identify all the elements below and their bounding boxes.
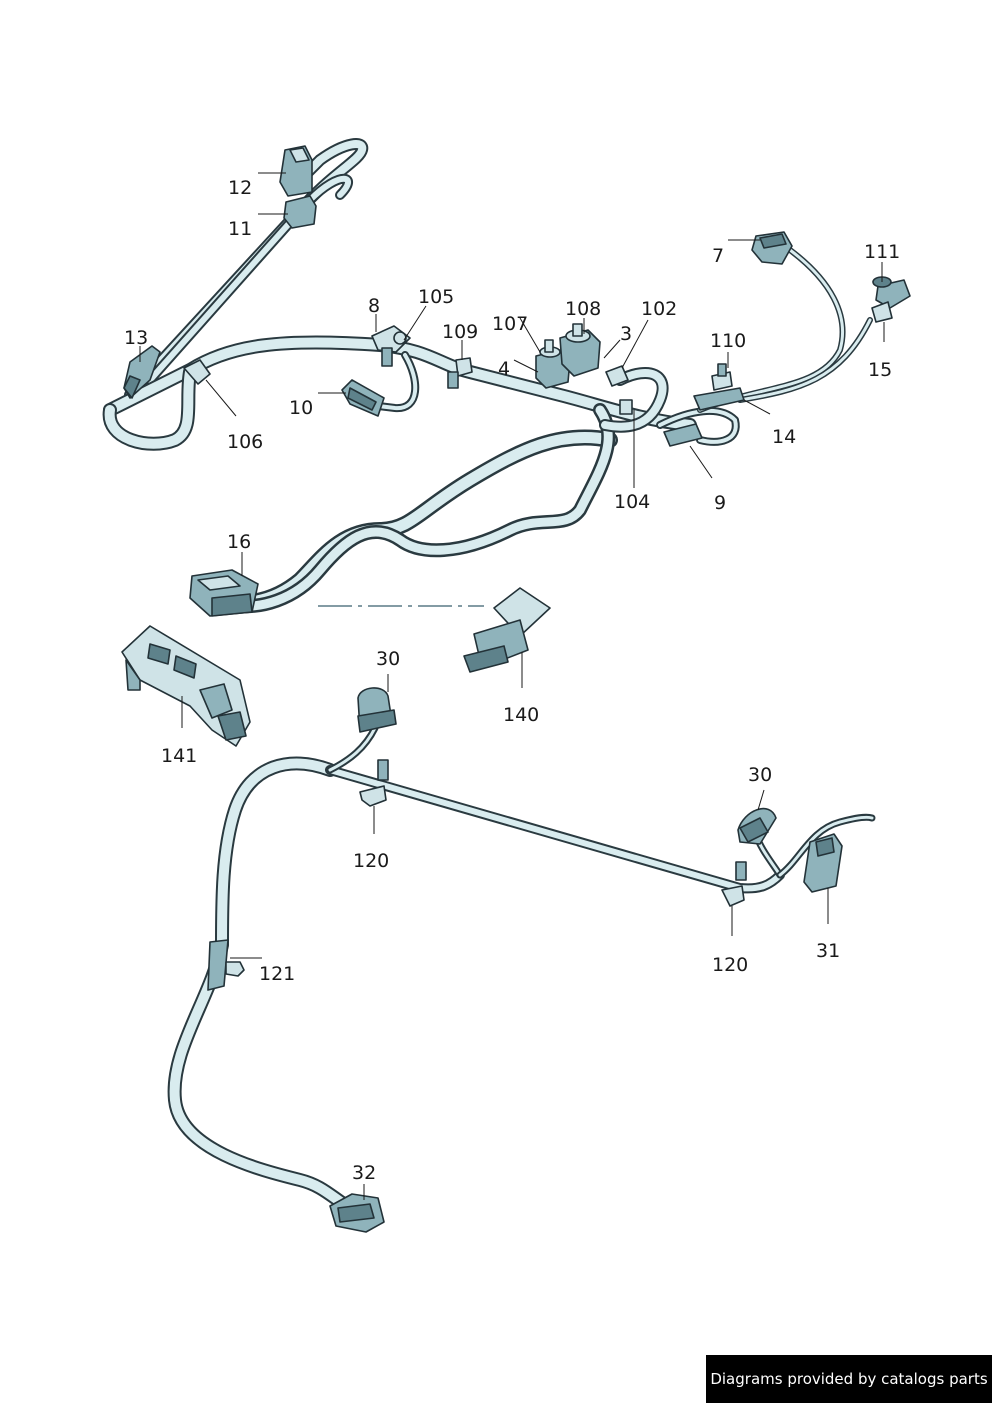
callout-13: 13	[124, 327, 148, 349]
callout-12: 12	[228, 177, 252, 199]
connector-14	[693, 387, 745, 411]
footer-credit-text: Diagrams provided by catalogs parts	[710, 1370, 988, 1388]
callout-120-right: 120	[712, 954, 748, 976]
callout-107: 107	[492, 313, 528, 335]
clip-121	[207, 939, 229, 991]
clip-120-right	[721, 885, 745, 907]
lower-parts	[207, 687, 843, 1233]
clip-104	[619, 399, 633, 415]
callout-110: 110	[710, 330, 746, 352]
callout-141: 141	[161, 745, 197, 767]
clip-106	[183, 359, 211, 385]
bracket-141	[121, 625, 251, 747]
callout-105: 105	[418, 286, 454, 308]
callout-108: 108	[565, 298, 601, 320]
clip-102	[605, 365, 629, 387]
callout-109: 109	[442, 321, 478, 343]
callout-111: 111	[864, 241, 900, 263]
callout-32: 32	[352, 1162, 376, 1184]
valve-108	[559, 329, 601, 377]
callout-3: 3	[620, 323, 632, 345]
callout-102: 102	[641, 298, 677, 320]
callout-7: 7	[712, 245, 724, 267]
footer-credit: Diagrams provided by catalogs parts	[706, 1355, 992, 1403]
callout-121: 121	[259, 963, 295, 985]
callout-9: 9	[714, 492, 726, 514]
wire-to-15	[737, 317, 873, 403]
callout-30-right: 30	[748, 764, 772, 786]
callout-106: 106	[227, 431, 263, 453]
clip-105	[381, 347, 393, 367]
upper-parts	[123, 145, 911, 617]
clip-109	[455, 357, 473, 377]
connector-140	[463, 587, 551, 673]
callout-140: 140	[503, 704, 539, 726]
clip-120-left	[359, 785, 387, 807]
connector-9	[663, 423, 703, 447]
callout-16: 16	[227, 531, 251, 553]
callout-104: 104	[614, 491, 650, 513]
callout-labels: 12 11 13 8 105 109 107 108 102 3 4 7 111…	[124, 177, 900, 1184]
callout-30-left: 30	[376, 648, 400, 670]
callout-11: 11	[228, 218, 252, 240]
leader-lines	[139, 172, 885, 1200]
upper-harness	[102, 138, 873, 614]
callout-31: 31	[816, 940, 840, 962]
connector-15	[871, 301, 893, 323]
connector-11	[283, 195, 317, 229]
callout-14: 14	[772, 426, 796, 448]
callout-10: 10	[289, 397, 313, 419]
callout-15: 15	[868, 359, 892, 381]
callout-120-left: 120	[353, 850, 389, 872]
callout-8: 8	[368, 295, 380, 317]
callout-4: 4	[498, 358, 510, 380]
